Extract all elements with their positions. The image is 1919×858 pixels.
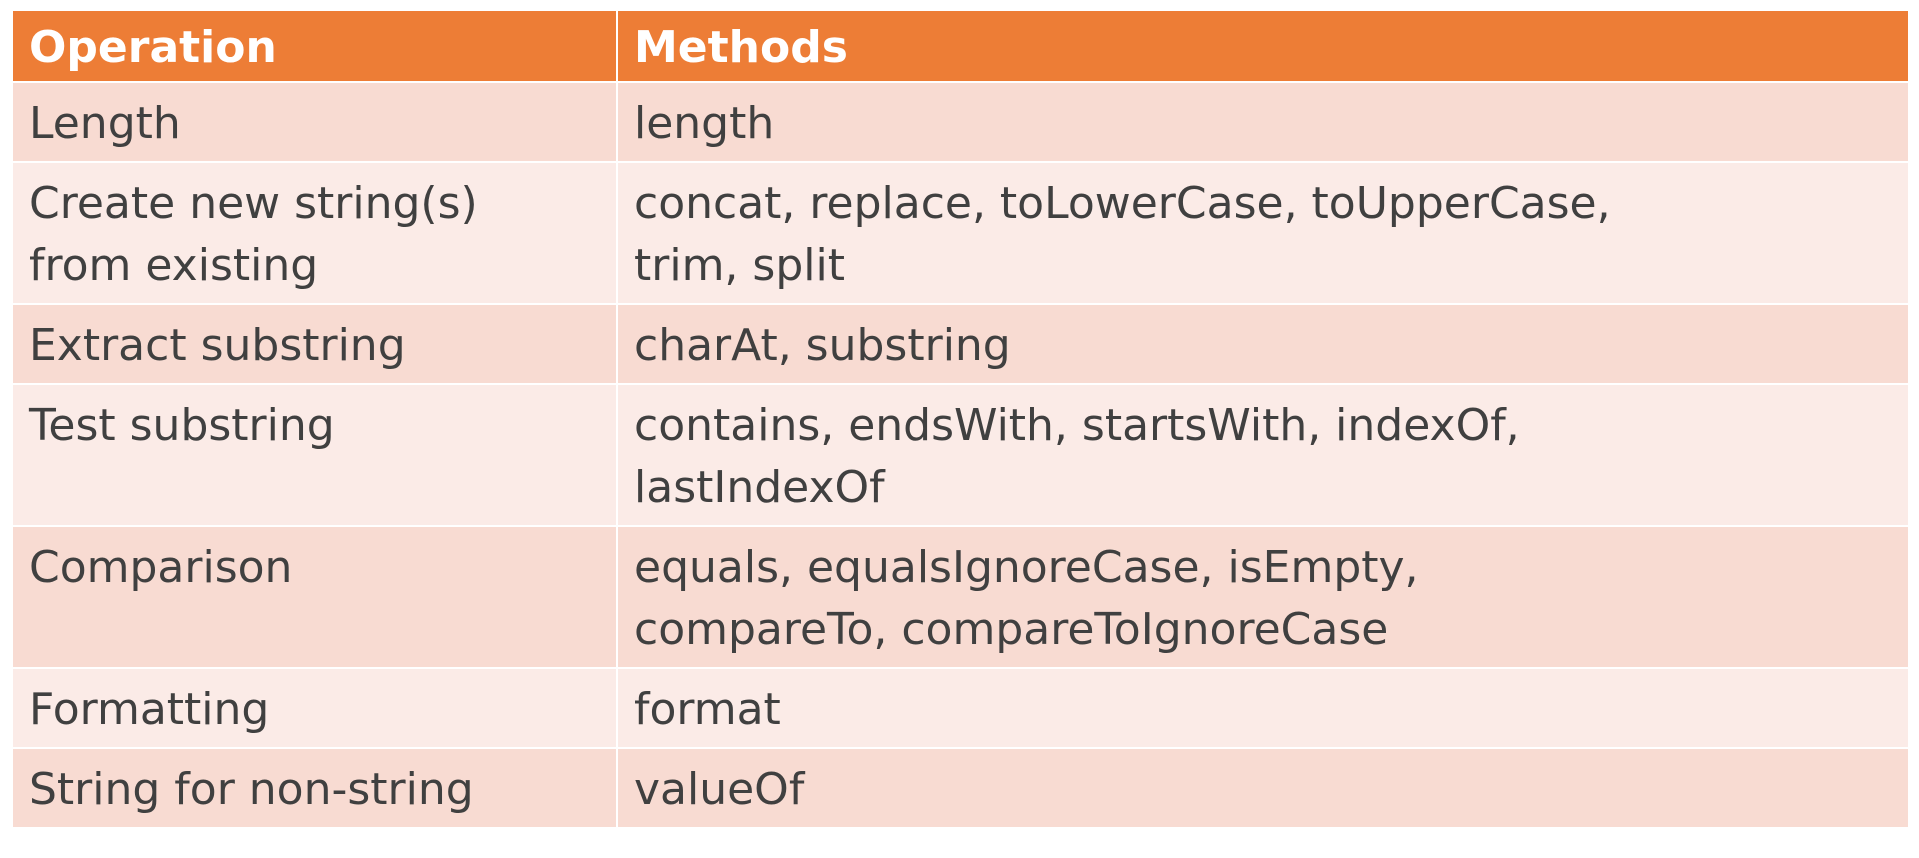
methods-text: charAt, substring [634,320,1011,371]
methods-text: contains, endsWith, startsWith, indexOf, [634,400,1520,451]
methods-cell: equals, equalsIgnoreCase, isEmpty, compa… [616,525,1910,669]
operation-cell: Length [11,81,618,163]
operation-cell: Create new string(s) from existing [11,161,618,305]
table-row: Comparison equals, equalsIgnoreCase, isE… [11,525,1910,669]
methods-cell: length [616,81,1910,163]
methods-text: concat, replace, toLowerCase, toUpperCas… [634,178,1611,229]
operation-text: Create new string(s) [29,178,478,229]
table-row: Length length [11,81,1910,163]
operation-cell: Comparison [11,525,618,669]
table-row: Extract substring charAt, substring [11,303,1910,385]
methods-text: compareTo, compareToIgnoreCase [634,604,1389,655]
header-methods: Methods [616,11,1910,83]
header-operation: Operation [11,11,618,83]
operation-cell: Formatting [11,667,618,749]
table-row: Test substring contains, endsWith, start… [11,383,1910,527]
methods-cell: contains, endsWith, startsWith, indexOf,… [616,383,1910,527]
table-row: String for non-string valueOf [11,747,1910,829]
operation-text: String for non-string [29,764,474,815]
operation-text: Extract substring [29,320,406,371]
methods-cell: charAt, substring [616,303,1910,385]
methods-cell: concat, replace, toLowerCase, toUpperCas… [616,161,1910,305]
table-row: Create new string(s) from existing conca… [11,161,1910,305]
table-header-row: Operation Methods [11,11,1910,83]
methods-cell: valueOf [616,747,1910,829]
methods-text: trim, split [634,240,845,291]
methods-text: equals, equalsIgnoreCase, isEmpty, [634,542,1419,593]
operation-text: from existing [29,240,319,291]
table-row: Formatting format [11,667,1910,749]
methods-cell: format [616,667,1910,749]
operation-cell: Extract substring [11,303,618,385]
methods-text: format [634,684,781,735]
operation-text: Comparison [29,542,293,593]
methods-text: lastIndexOf [634,462,885,513]
operation-cell: String for non-string [11,747,618,829]
methods-text: length [634,98,775,149]
operation-text: Test substring [29,400,335,451]
operation-text: Formatting [29,684,270,735]
methods-text: valueOf [634,764,805,815]
operation-cell: Test substring [11,383,618,527]
string-methods-table: Operation Methods Length length Create n… [11,11,1910,829]
operation-text: Length [29,98,181,149]
